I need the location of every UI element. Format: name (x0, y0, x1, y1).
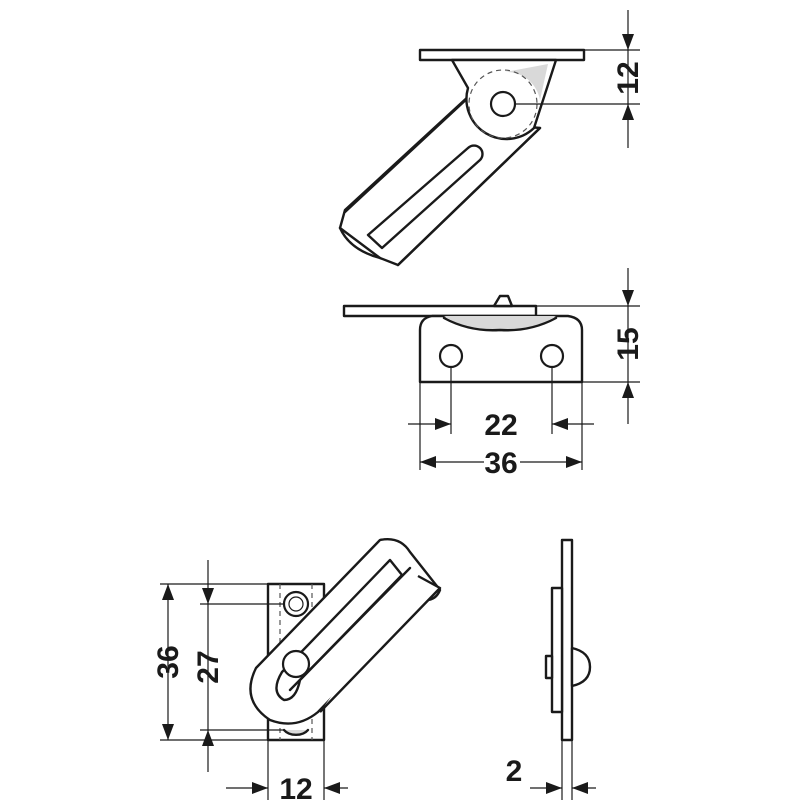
front-hole-left (438, 343, 464, 369)
dimension-12-label: 12 (612, 61, 645, 94)
dimension-36-plan-label: 36 (152, 645, 185, 678)
plan-pivot (281, 649, 311, 679)
dimension-36-front: 36 (419, 382, 583, 480)
plan-hole-bottom (282, 728, 310, 737)
dimension-2-label: 2 (506, 755, 523, 788)
front-plate (342, 304, 538, 318)
dimension-12-top: 12 (515, 10, 645, 148)
front-pivot-cap (492, 294, 514, 308)
front-base-block (418, 314, 584, 384)
dimension-36-front-label: 36 (484, 447, 517, 480)
pivot-hole (489, 90, 517, 118)
side-bracket (550, 586, 564, 714)
dimension-27: 27 (192, 560, 284, 772)
top-mounting-plate (418, 48, 586, 62)
dimension-12-plan: 12 (226, 740, 348, 800)
dimension-22: 22 (408, 367, 594, 442)
dimension-15: 15 (512, 268, 645, 424)
dimension-15-label: 15 (612, 327, 645, 360)
front-view: 15 22 36 (342, 268, 645, 480)
front-hole-right (539, 343, 565, 369)
side-view: 2 (506, 538, 596, 800)
dimension-2: 2 (506, 740, 596, 800)
side-plate (560, 538, 574, 742)
dimension-22-label: 22 (484, 409, 517, 442)
arm-slot (366, 144, 484, 250)
plan-hole-top (282, 590, 310, 618)
side-pivot-dome (570, 646, 592, 688)
dimension-36-plan: 36 (152, 583, 268, 741)
angled-top-view: 12 (338, 10, 645, 267)
side-pivot-head (544, 654, 554, 680)
dimension-27-label: 27 (192, 650, 225, 683)
angled-slotted-arm (338, 93, 542, 267)
dimension-12-plan-label: 12 (279, 773, 312, 800)
plan-view: 27 36 12 (152, 538, 442, 800)
